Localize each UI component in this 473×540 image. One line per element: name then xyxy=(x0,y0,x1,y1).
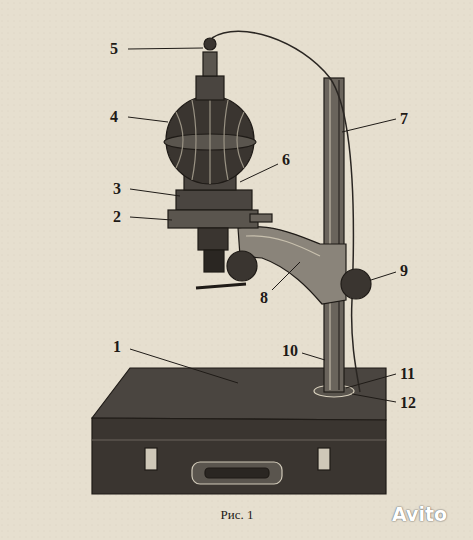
callout-number: 7 xyxy=(400,111,408,127)
callout-number: 8 xyxy=(260,290,268,306)
callout-number: 1 xyxy=(113,339,121,355)
callout-number: 5 xyxy=(110,41,118,57)
callout-number: 10 xyxy=(282,343,298,359)
enlarger-figure xyxy=(92,31,396,494)
callout-number: 9 xyxy=(400,263,408,279)
callout-number: 12 xyxy=(400,395,416,411)
callout-number: 2 xyxy=(113,209,121,225)
callout-number: 11 xyxy=(400,366,415,382)
watermark: Avito xyxy=(392,505,447,524)
callout-number: 3 xyxy=(113,181,121,197)
figure-caption: Рис. 1 xyxy=(221,508,254,521)
callout-number: 4 xyxy=(110,109,118,125)
callout-number: 6 xyxy=(282,152,290,168)
